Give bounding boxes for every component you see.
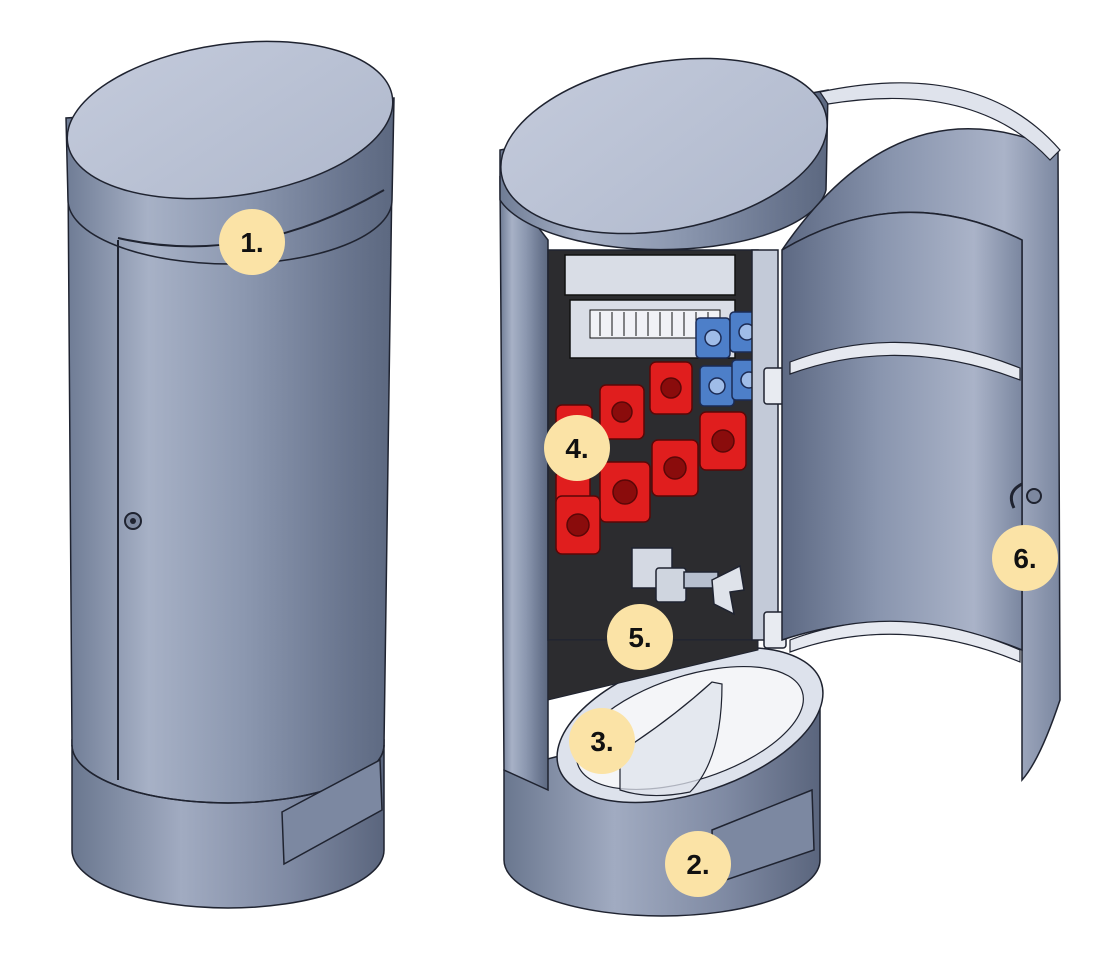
callout-2-label: 2. [686,849,709,880]
callout-4: 4. [544,415,610,481]
callout-3: 3. [569,708,635,774]
circuit-breakers [564,254,736,359]
open-bollard [499,57,1061,917]
callout-6: 6. [992,525,1058,591]
callout-2: 2. [665,831,731,897]
closed-bollard-body [67,174,393,804]
water-tap [631,547,745,616]
door-stiffener-upper [789,341,1021,381]
closed-bollard-base-hatch [281,758,383,866]
closed-bollard-lid-top [66,40,394,200]
door-latch-icon [1009,482,1042,509]
callout-3-label: 3. [590,726,613,757]
callout-1: 1. [219,209,285,275]
closed-bollard [65,40,395,909]
door-stiffener-lower [789,620,1021,663]
callout-6-label: 6. [1013,543,1036,574]
callout-5-label: 5. [628,622,651,653]
callout-5: 5. [607,604,673,670]
callout-4-label: 4. [565,433,588,464]
open-bollard-lid-top [500,57,828,235]
open-bollard-wall [499,175,549,792]
drip-shield [619,681,723,797]
callout-1-label: 1. [240,227,263,258]
red-sockets [555,361,747,555]
